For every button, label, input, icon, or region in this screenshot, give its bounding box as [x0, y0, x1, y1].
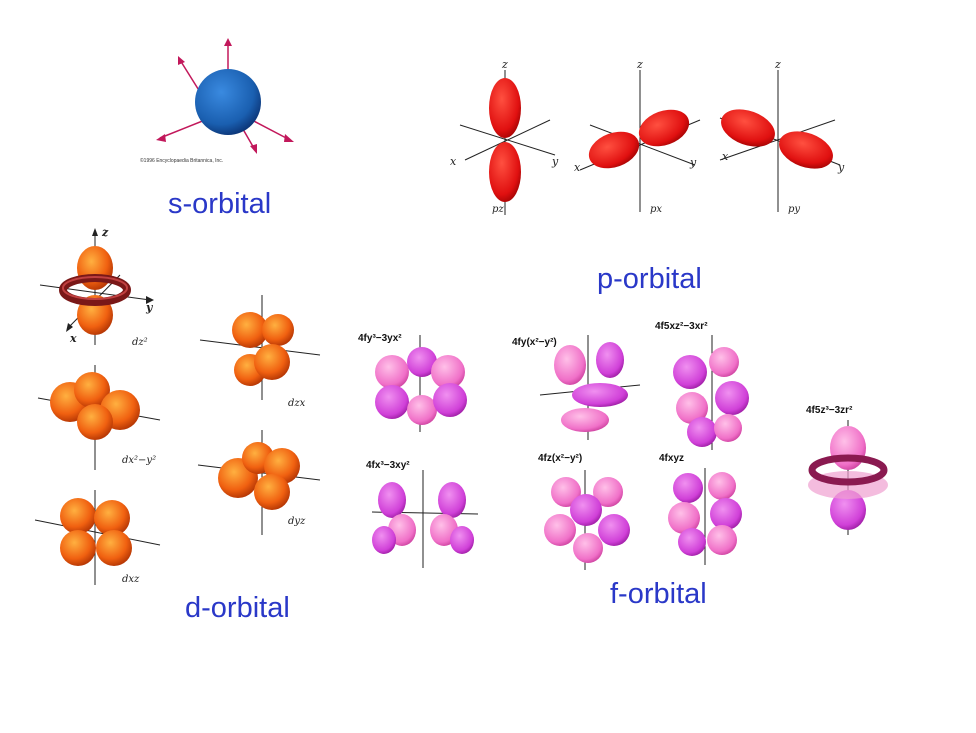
- py-orbital-figure: [719, 70, 841, 212]
- pz-label: pz: [492, 204, 504, 215]
- f-label-6: 4fxyz: [659, 453, 685, 464]
- py-label: py: [788, 204, 801, 215]
- pz-axis-z: z: [502, 58, 508, 71]
- dyz-orbital-figure: [197, 430, 321, 535]
- dyz-label: dyz: [288, 516, 306, 527]
- f-orbital-3-figure: [673, 335, 749, 450]
- f-orbital-4-figure: [371, 470, 479, 568]
- px-axis-y: y: [690, 156, 697, 169]
- dzx-orbital-figure: [199, 295, 321, 400]
- py-axis-y: y: [838, 161, 845, 174]
- f-label-2: 4fy(x²−y²): [512, 337, 557, 348]
- dx2y2-orbital-figure: [37, 365, 161, 470]
- px-label: px: [650, 204, 663, 215]
- dz2-label: dz²: [132, 337, 148, 348]
- f-label-5: 4fz(x²−y²): [538, 453, 583, 464]
- f-label-7: 4f5z³−3zr²: [806, 405, 853, 416]
- px-axis-z: z: [637, 58, 643, 71]
- py-axis-x: x: [722, 150, 729, 163]
- f-orbital-7-figure: [808, 420, 888, 535]
- f-label-3: 4f5xz²−3xr²: [655, 321, 708, 332]
- f-orbital-title: f-orbital: [610, 578, 707, 610]
- f-orbital-6-figure: [668, 468, 742, 565]
- dzx-label: dzx: [288, 398, 306, 409]
- dxz-orbital-figure: [34, 490, 161, 585]
- d-axis-z: z: [102, 226, 109, 239]
- dz2-orbital-figure: [39, 228, 154, 345]
- p-orbital-title: p-orbital: [597, 263, 702, 295]
- d-orbital-title: d-orbital: [185, 592, 290, 624]
- s-orbital-copyright: ©1996 Encyclopaedia Britannica, Inc.: [140, 158, 224, 164]
- px-axis-x: x: [574, 161, 581, 174]
- f-orbital-2-figure: [539, 335, 641, 440]
- px-orbital-figure: [579, 70, 701, 212]
- d-axis-x: x: [70, 332, 77, 345]
- s-orbital-figure: [156, 38, 294, 154]
- f-orbital-5-figure: [544, 470, 630, 570]
- f-label-4: 4fx³−3xy²: [366, 460, 410, 471]
- dxz-label: dxz: [122, 574, 140, 585]
- pz-axis-x: x: [450, 155, 457, 168]
- dx2y2-label: dx²−y²: [122, 455, 157, 466]
- f-label-1: 4fy³−3yx²: [358, 333, 402, 344]
- pz-orbital-figure: [459, 70, 556, 215]
- s-orbital-title: s-orbital: [168, 188, 272, 220]
- pz-axis-y: y: [552, 155, 559, 168]
- s-sphere: [195, 69, 261, 135]
- f-orbital-1-figure: [375, 335, 467, 432]
- d-axis-y: y: [146, 301, 153, 314]
- py-axis-z: z: [775, 58, 781, 71]
